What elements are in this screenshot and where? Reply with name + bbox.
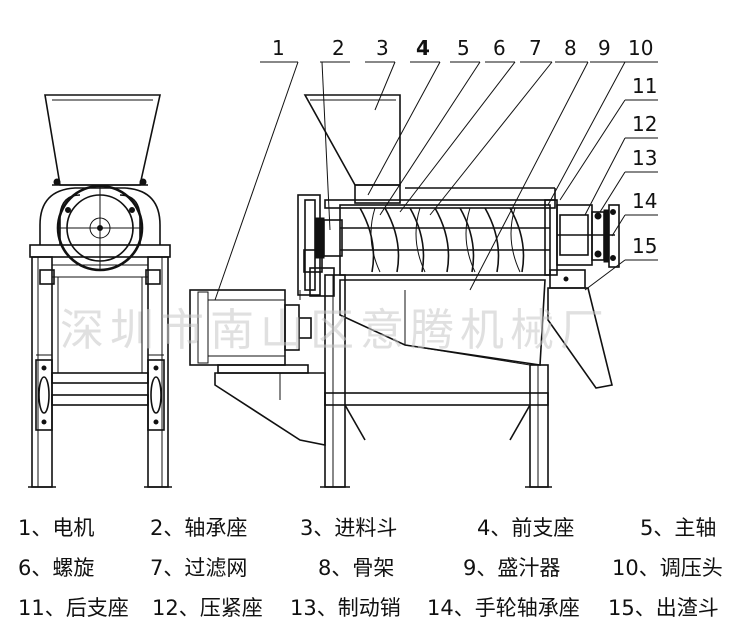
- legend-item-3: 3、进料斗: [300, 516, 398, 540]
- watermark: 深圳市南山区意腾机械厂: [60, 305, 610, 356]
- legend-item-4: 4、前支座: [477, 516, 575, 540]
- legend-item-6: 6、螺旋: [18, 556, 95, 580]
- legend-item-13: 13、制动销: [290, 596, 401, 620]
- legend-item-2: 2、轴承座: [150, 516, 248, 540]
- callout-13: 13: [632, 146, 657, 170]
- callout-1: 1: [272, 36, 285, 60]
- callout-9: 9: [598, 36, 611, 60]
- callout-10: 10: [628, 36, 653, 60]
- callout-3: 3: [376, 36, 389, 60]
- leader-lines: [214, 61, 658, 301]
- callout-numbers: 1 2 3 4 5 6 7 8 9 10 11 12 13 14 15: [272, 36, 657, 258]
- front-view: [28, 94, 172, 488]
- screw-flights: [359, 207, 525, 273]
- callout-4: 4: [416, 36, 430, 60]
- legend-item-8: 8、骨架: [318, 556, 395, 580]
- legend-item-5: 5、主轴: [640, 516, 717, 540]
- callout-5: 5: [457, 36, 470, 60]
- callout-14: 14: [632, 189, 657, 213]
- legend-item-12: 12、压紧座: [152, 596, 263, 620]
- callout-11: 11: [632, 74, 657, 98]
- parts-legend: 1、电机 2、轴承座 3、进料斗 4、前支座 5、主轴 6、螺旋 7、过滤网 8…: [0, 506, 754, 622]
- legend-item-14: 14、手轮轴承座: [427, 596, 580, 620]
- callout-2: 2: [332, 36, 345, 60]
- legend-item-7: 7、过滤网: [150, 556, 248, 580]
- legend-item-1: 1、电机: [18, 516, 95, 540]
- callout-12: 12: [632, 112, 657, 136]
- legend-item-15: 15、出渣斗: [608, 596, 719, 620]
- callout-7: 7: [529, 36, 542, 60]
- legend-item-10: 10、调压头: [612, 556, 723, 580]
- juicer-assembly-drawing: 1 2 3 4 5 6 7 8 9 10 11 12 13 14 15 深圳市南…: [28, 36, 658, 488]
- callout-15: 15: [632, 234, 657, 258]
- legend-item-9: 9、盛汁器: [463, 556, 561, 580]
- callout-8: 8: [564, 36, 577, 60]
- callout-6: 6: [493, 36, 506, 60]
- side-view: [189, 94, 620, 488]
- legend-item-11: 11、后支座: [18, 596, 129, 620]
